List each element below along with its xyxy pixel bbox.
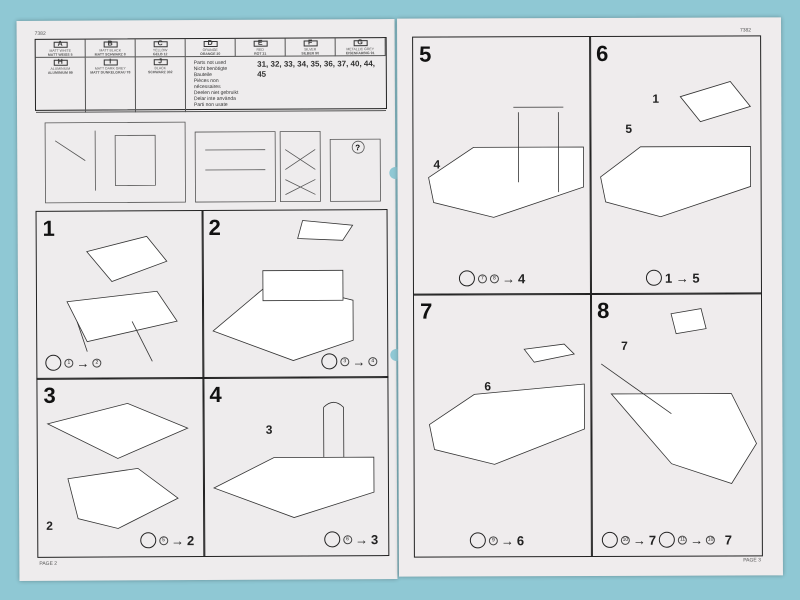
step-4-panel: 4 3 6→3 [202, 376, 390, 558]
step-8-panel: 8 7 10→7 11→10 7 [589, 292, 763, 557]
glue-instruction: 10→7 11→10 7 [601, 531, 732, 548]
part-ref: 5 [158, 535, 169, 545]
part-ref: 1 [64, 358, 74, 368]
part-ref: 7 [648, 532, 657, 548]
color-name-de: ORANGE 30 [200, 51, 221, 57]
color-code: C [153, 40, 168, 48]
part-ref: 4 [517, 270, 526, 286]
color-name-de: SCHWARZ 302 [148, 70, 173, 75]
part-ref: 11 [678, 535, 688, 545]
color-name-de: EISENFARBIG 91 [345, 51, 375, 56]
color-code: A [53, 41, 68, 48]
part-label: 4 [433, 157, 441, 172]
part-ref: 8 [489, 273, 499, 283]
glue-instruction: 5→2 [139, 532, 195, 549]
color-code: D [203, 40, 218, 48]
parts-not-used-label: Pièces non nécessaires [193, 77, 221, 91]
part-label: 2 [46, 518, 53, 533]
glue-icon [323, 531, 341, 548]
page-label: PAGE 3 [743, 557, 761, 564]
step-6-panel: 6 1 5 1 → 5 [589, 35, 762, 296]
part-ref: 10 [706, 535, 716, 545]
color-name-de: MATT DUNKELGRAU 78 [90, 70, 131, 75]
parts-tree-diagram: ? [35, 109, 386, 209]
step-1-panel: 1 1→2 [35, 210, 205, 380]
glue-icon [469, 532, 486, 549]
part-ref: 7 [724, 532, 732, 548]
glue-icon [659, 531, 676, 548]
part-ref: 9 [488, 535, 498, 545]
glue-icon [45, 354, 62, 371]
part-ref: 2 [186, 532, 195, 548]
glue-instruction: 9→6 [469, 532, 525, 549]
parts-not-used-label: Nicht benötigte Bauteile [193, 65, 228, 79]
step-7-panel: 7 6 9→6 [412, 292, 593, 558]
part-label: 7 [621, 338, 628, 353]
glue-icon [458, 270, 475, 287]
color-code: H [53, 59, 68, 66]
part-ref: 3 [340, 356, 350, 366]
step-3-panel: 3 2 5→2 [36, 377, 206, 558]
glue-icon [645, 269, 662, 286]
color-code: B [103, 40, 118, 48]
page-label: PAGE 2 [39, 560, 58, 567]
color-name-de: ALUMINIUM 99 [47, 70, 73, 75]
part-ref: 1 → 5 [664, 270, 700, 286]
part-ref: 7 [477, 273, 487, 283]
step-2-panel: 2 3→4 [201, 209, 389, 380]
part-ref: 6 [516, 532, 525, 548]
part-label: 5 [625, 121, 633, 136]
glue-icon [601, 531, 618, 548]
parts-not-used-label: Parti non usate [193, 101, 228, 109]
catalog-number: 7382 [739, 27, 752, 34]
color-name-de: MATT WEISS 5 [47, 52, 73, 57]
svg-text:?: ? [355, 143, 360, 152]
glue-instruction: 3→4 [321, 353, 378, 370]
parts-not-used-numbers: 31, 32, 33, 34, 35, 36, 37, 40, 44, 45 [257, 59, 376, 79]
glue-instruction: 1→2 [45, 354, 102, 371]
color-name-de: GELB 12 [152, 52, 168, 57]
color-name-de: ROT 31 [254, 51, 267, 56]
part-ref: 10 [620, 535, 630, 545]
color-code: G [353, 39, 368, 47]
color-code: J [153, 58, 168, 66]
glue-instruction: 1 → 5 [645, 269, 700, 286]
part-label: 6 [484, 379, 492, 394]
color-code: I [103, 58, 118, 66]
part-label: 1 [652, 91, 660, 106]
glue-icon [321, 353, 338, 370]
catalog-number: 7382 [34, 30, 46, 37]
color-code: F [303, 39, 318, 47]
glue-icon [139, 532, 157, 549]
color-name-de: SILBER 90 [301, 51, 320, 56]
color-name-de: MATT SCHWARZ 8 [94, 52, 126, 57]
part-ref: 2 [92, 358, 102, 368]
part-label: 3 [265, 422, 273, 437]
part-ref: 3 [370, 531, 379, 547]
color-code: E [253, 40, 268, 47]
glue-instruction: 6→3 [323, 531, 379, 548]
part-ref: 4 [368, 356, 378, 366]
part-ref: 6 [342, 534, 353, 544]
